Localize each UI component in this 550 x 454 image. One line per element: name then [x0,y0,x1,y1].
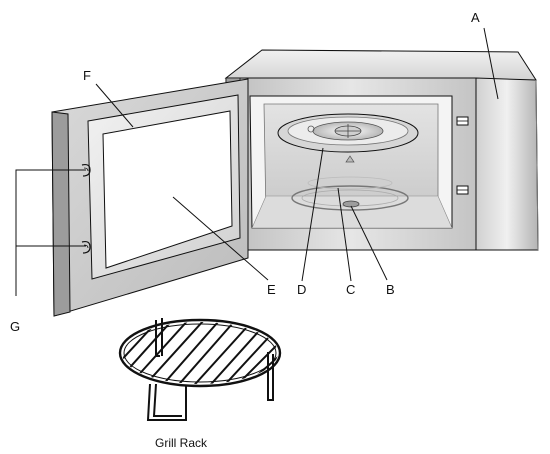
grill-rack-caption: Grill Rack [155,436,208,450]
label-c: C [346,282,355,297]
label-b: B [386,282,395,297]
leader-d [301,147,324,282]
grill-rack-legs [146,318,274,421]
grill-rack-wires [122,322,278,384]
leader-g [15,169,86,296]
door-hook-upper [81,163,91,177]
microwave-door [51,78,249,317]
leader-b [350,205,388,281]
label-f: F [83,68,91,83]
label-g: G [10,319,20,334]
coupler [345,155,355,163]
label-e: E [267,282,276,297]
door-hook-lower [81,240,91,254]
door-window [102,110,233,269]
door-latch-slots [456,116,469,195]
glass-tray [277,113,419,153]
label-a: A [471,10,480,25]
callouts: A F E D C B G [10,10,480,334]
grill-rack-ring [118,318,282,388]
leader-c [337,187,352,282]
leader-f [95,83,134,128]
label-d: D [297,282,306,297]
grill-rack [118,318,282,421]
leader-lines [15,27,499,296]
control-panel-face [475,77,539,251]
door-side [51,111,71,317]
tray-mark [307,125,315,133]
leader-a [483,27,499,100]
control-panel [475,77,539,251]
leader-e [172,196,269,281]
